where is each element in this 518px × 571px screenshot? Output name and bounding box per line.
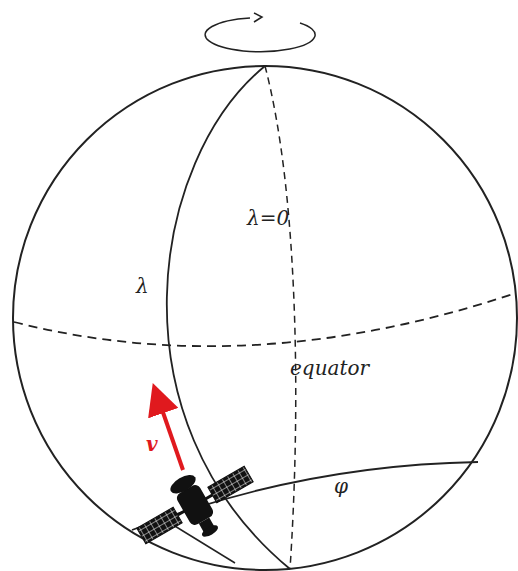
- velocity-label: v: [146, 434, 158, 454]
- prime-meridian: [265, 66, 296, 569]
- rotation-arrowhead: [254, 13, 262, 22]
- meridian-label: λ=0: [247, 208, 289, 228]
- equator-label: equator: [290, 358, 369, 378]
- latitude-label: φ: [334, 476, 348, 496]
- rotation-arrow: [205, 18, 315, 52]
- latitude-line: [132, 462, 478, 530]
- meridian-label: λ: [136, 276, 149, 296]
- velocity-arrow: [158, 398, 183, 470]
- equator-line: [14, 293, 516, 346]
- sphere-outline: [13, 66, 517, 570]
- satellite-icon: [126, 447, 266, 565]
- meridian-line: [167, 66, 290, 569]
